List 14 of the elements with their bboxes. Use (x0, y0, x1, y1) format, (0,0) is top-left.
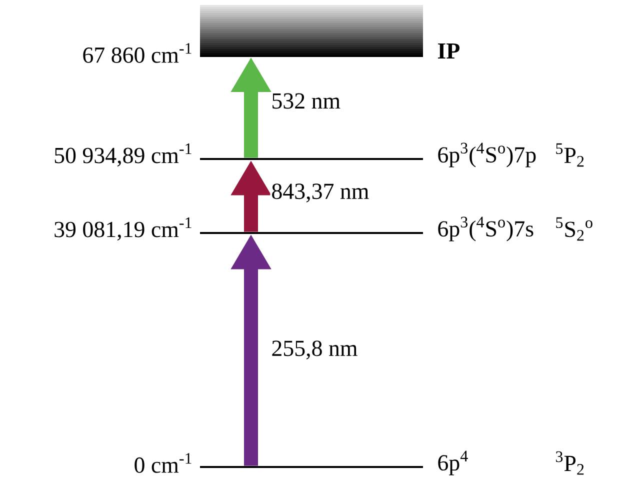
energy-value: 50 934,89 cm$^{-1}$ (54, 143, 192, 167)
configuration-label: 6p$^{4}$ (438, 450, 468, 476)
energy-value: 0 cm$^{-1}$ (134, 453, 192, 473)
wavelength-label: 843,37 nm (270, 182, 370, 204)
energy-value: 39 081,19 cm$^{-1}$ (54, 217, 192, 241)
configuration-label: 6p$^{3}$($^{4}$S$^{o}$)7p (438, 142, 536, 168)
wavelength-label: 255,8 nm (270, 340, 359, 360)
term-symbol: $^{5}$S$_{2}$o (556, 217, 592, 241)
wavelength-label: 532 nm (270, 92, 342, 110)
level-label: IP (438, 43, 460, 58)
term-symbol: $^{3}$P$_{2}$ (556, 451, 584, 475)
term-symbol: $^{5}$P$_{2}$ (556, 143, 584, 167)
energy-value: 67 860 cm$^{-1}$ (83, 43, 192, 63)
configuration-label: 6p$^{3}$($^{4}$S$^{o}$)7s (438, 216, 534, 242)
